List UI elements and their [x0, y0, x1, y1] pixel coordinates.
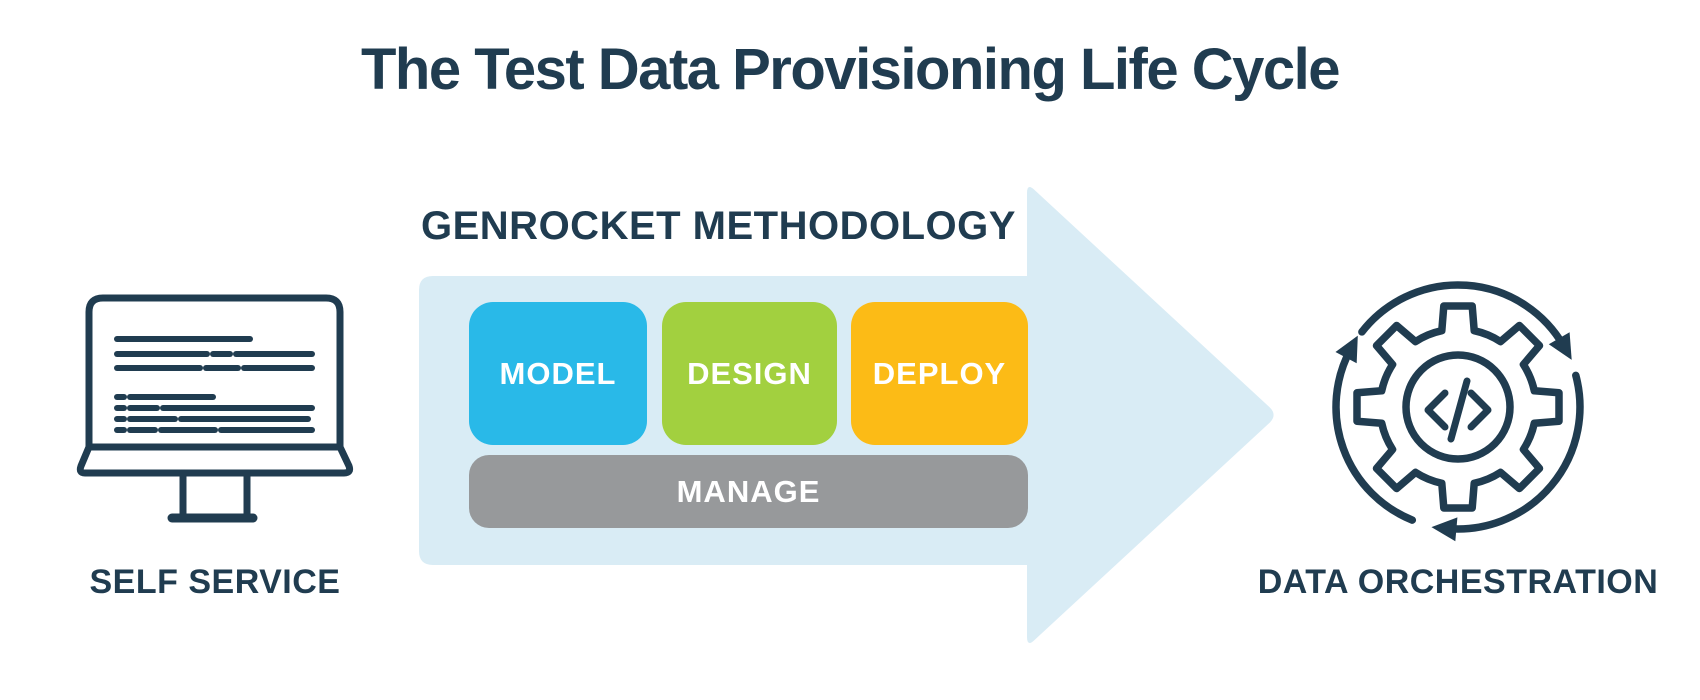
stage-box-model: MODEL — [469, 302, 647, 445]
manage-bar: MANAGE — [469, 455, 1028, 528]
stage-box-deploy: DEPLOY — [851, 302, 1028, 445]
page-title: The Test Data Provisioning Life Cycle — [361, 37, 1341, 102]
process-arrow-shape — [419, 187, 1274, 643]
gear-code-cycle-icon — [1332, 281, 1584, 542]
cycle-arrowheads — [1335, 332, 1572, 542]
stage-box-design: DESIGN — [662, 302, 837, 445]
code-glyph — [1424, 377, 1492, 443]
methodology-label: GENROCKET METHODOLOGY — [421, 204, 1016, 248]
data-orchestration-caption: DATA ORCHESTRATION — [1257, 563, 1659, 601]
monitor-code-icon — [76, 294, 354, 523]
self-service-caption: SELF SERVICE — [89, 563, 341, 601]
